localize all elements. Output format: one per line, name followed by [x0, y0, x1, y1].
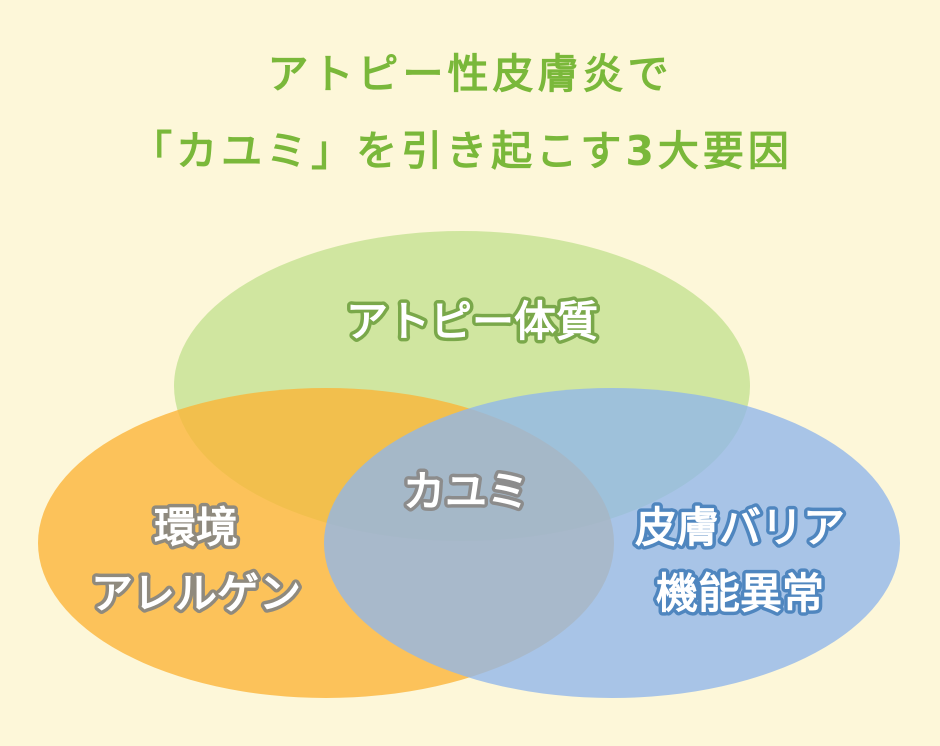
title-line-2: 「カユミ」を引き起こす3大要因 [131, 127, 793, 175]
label-atopic-constitution: アトピー体質 [346, 297, 598, 346]
venn-circles [38, 231, 900, 698]
circle-skin-barrier-dysfunction [324, 388, 900, 698]
label-environmental-allergen-line-2: アレルゲン [91, 569, 301, 618]
label-skin-barrier-line-2: 機能異常 [656, 569, 824, 618]
label-environmental-allergen-line-1: 環境 [154, 503, 238, 552]
label-center-itch: カユミ [403, 467, 529, 516]
title-line-1: アトピー性皮膚炎で [267, 50, 673, 98]
label-skin-barrier-line-1: 皮膚バリア [635, 503, 845, 552]
venn-labels: アトピー体質 環境 アレルゲン 皮膚バリア 機能異常 カユミ [87, 294, 848, 622]
